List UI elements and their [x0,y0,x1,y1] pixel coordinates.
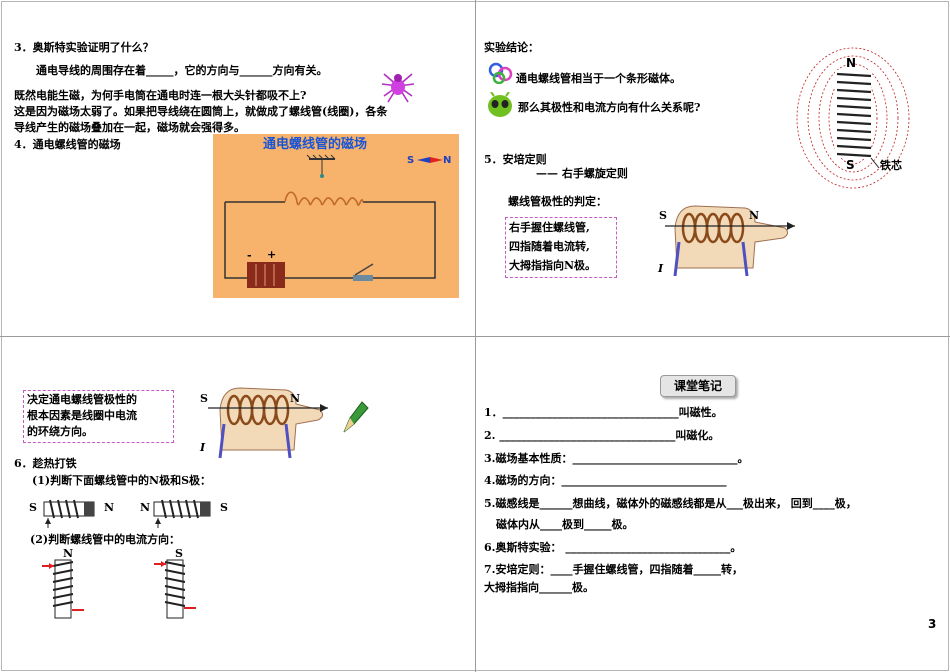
question-3-title: 3．奥斯特实验证明了什么？ [14,41,154,54]
field-n-label: N [846,56,857,70]
key-factor-box [23,390,174,443]
question-3-blank-line: 通电导线的周围存在着_____，它的方向与______方向有关。 [36,64,328,77]
rule-line-1: 右手握住螺线管, [509,221,590,234]
hand-2-n-label: N [290,392,301,405]
compass-n-label: N [443,155,452,166]
compass-needle-icon [417,157,443,163]
sub-question-1: (1)判断下面螺线管中的N极和S极： [32,474,212,487]
coil-2-left-label: N [140,501,151,514]
iron-core-label: 铁芯 [880,159,902,172]
note-line-1: 1．________________________________叫磁性。 [484,406,723,419]
note-line-4: 4.磁场的方向：______________________________ [484,474,727,487]
coil-2-right-label: S [220,501,228,514]
paragraph-line-1: 既然电能生磁，为何手电筒在通电时连一根大头针都吸不上? [14,89,307,102]
key-factor-line-2: 根本因素是线圈中电流 [27,409,137,422]
right-hand-coil-figure-2 [208,387,328,459]
notes-title: 课堂笔记 [660,375,736,397]
alien-face-icon [488,92,512,117]
solenoid-experiment-figure: 通电螺线管的磁场 S N - + [213,134,459,298]
hand-current-label: I [658,262,664,275]
note-line-7: 7.安培定则：____手握住螺线管，四指随着_____转， [484,563,743,576]
rule-line-3: 大拇指指向N极。 [509,259,597,272]
field-s-label: S [846,158,855,172]
conclusion-label: 实验结论： [484,41,539,54]
page-number: 3 [928,617,937,631]
compass-s-label: S [407,155,415,166]
note-line-5b: 磁体内从____极到_____极。 [496,518,634,531]
section-5-title: 5．安培定则 [484,153,547,166]
rule-box [505,217,617,278]
coil-1-left-label: S [29,501,37,514]
polarity-label: 螺线管极性的判定： [508,195,607,208]
horizontal-divider [0,336,950,337]
vcoil-2-top-label: S [175,547,183,560]
right-hand-rule-label: —— 右手螺旋定则 [536,167,628,180]
magnet-rings-icon [488,62,513,84]
conclusion-line-2: 那么其极性和电流方向有什么关系呢? [518,101,701,114]
conclusion-line-1: 通电螺线管相当于一个条形磁体。 [516,72,681,85]
coil-1-figure [43,499,95,528]
section-4-title: 4．通电螺线管的磁场 [14,138,121,151]
right-hand-coil-figure [665,205,795,277]
sub-question-2: (2)判断螺线管中的电流方向： [30,533,181,546]
vertical-coil-1-figure [42,559,84,619]
vcoil-1-top-label: N [63,547,74,560]
hand-2-current-label: I [200,441,206,454]
note-line-3: 3.磁场基本性质：______________________________。 [484,452,749,465]
battery-plus-label: + [267,248,277,261]
figure-title: 通电螺线管的磁场 [263,137,368,152]
note-line-6: 6.奥斯特实验： ______________________________。 [484,541,742,554]
coil-1-right-label: N [104,501,115,514]
spider-icon [381,73,415,103]
battery-minus-label: - [247,249,252,262]
hand-n-label: N [749,209,760,222]
paragraph-line-3: 导线产生的磁场叠加在一起，磁场就会强得多。 [14,121,245,134]
coil-2-figure [153,499,211,528]
section-6-title: 6．趁热打铁 [14,457,77,470]
solenoid-field-lines-figure [796,47,910,189]
hand-2-s-label: S [200,392,208,405]
paragraph-line-2: 这是因为磁场太弱了。如果把导线绕在圆筒上，就做成了螺线管(线圈)，各条 [14,105,388,118]
key-factor-line-3: 的环绕方向。 [27,425,93,438]
rule-line-2: 四指随着电流转, [509,240,590,253]
note-line-5: 5.磁感线是______想曲线，磁体外的磁感线都是从___极出来， 回到____… [484,497,857,510]
hand-s-label: S [659,209,667,222]
key-factor-line-1: 决定通电螺线管极性的 [27,393,137,406]
note-line-2: 2. ________________________________叫磁化。 [484,429,720,442]
pencil-icon [343,401,369,433]
circuit-diagram [224,154,436,288]
vertical-coil-2-figure [154,559,196,619]
note-line-7b: 大拇指指向______极。 [484,581,594,594]
